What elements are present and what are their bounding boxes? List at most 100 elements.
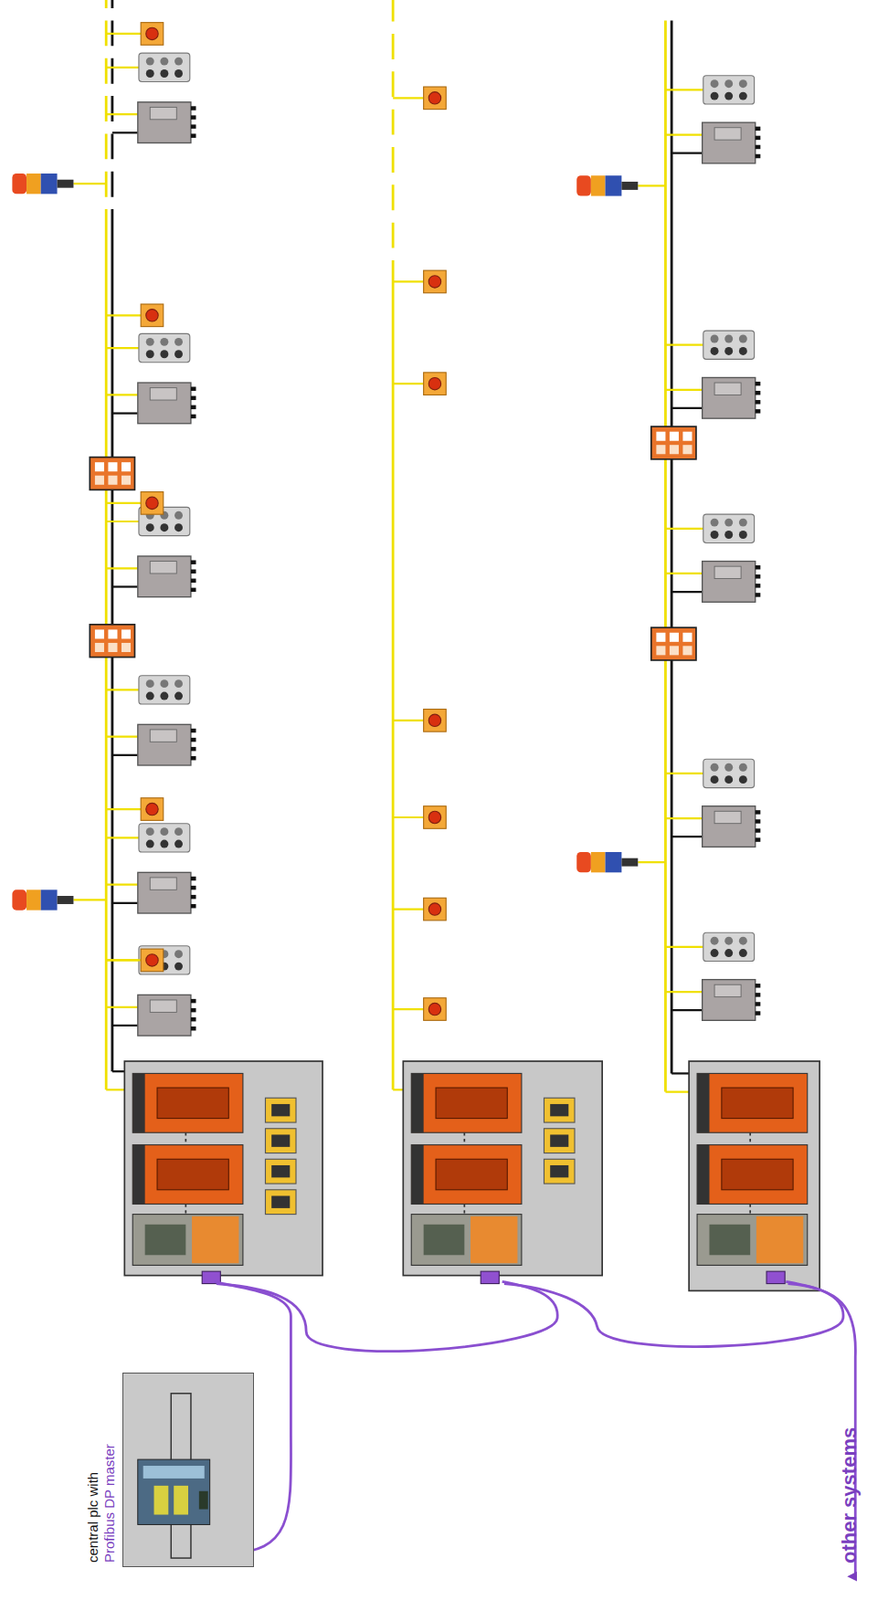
panel-button: [174, 511, 183, 520]
panel-button: [146, 679, 155, 688]
gateway-front: [423, 1225, 466, 1257]
small-module-face: [271, 1104, 290, 1117]
panel-button: [739, 335, 748, 344]
panel-body: [138, 824, 191, 853]
module-pin: [190, 105, 197, 110]
estop-button: [146, 496, 159, 509]
repeater-port: [655, 633, 666, 643]
estop-body: [140, 949, 164, 973]
estop-button: [428, 1003, 441, 1015]
estop-body: [423, 270, 447, 294]
bus-stub: [105, 113, 138, 116]
bus-stub: [105, 884, 138, 887]
gateway-side: [756, 1216, 804, 1264]
small-module: [264, 1159, 296, 1184]
module-pin: [190, 396, 197, 401]
bus-stub: [105, 32, 141, 35]
repeater-body: [651, 627, 697, 661]
repeater-port: [95, 629, 105, 639]
yellow-bus: [105, 234, 108, 1090]
repeater-port: [669, 633, 679, 643]
module-pin: [190, 999, 197, 1004]
panel-button: [739, 775, 748, 784]
gateway-module: [697, 1215, 808, 1267]
io-module: [105, 102, 196, 144]
lamp-base: [57, 179, 74, 189]
small-module-face: [549, 1134, 569, 1147]
gateway-side: [470, 1216, 518, 1264]
panel-body: [703, 514, 755, 543]
repeater: [651, 627, 697, 661]
lamp-orange: [591, 852, 606, 873]
estop-body: [423, 998, 447, 1022]
module-display: [157, 1159, 229, 1191]
module-label: [714, 811, 741, 824]
bus-stub: [671, 407, 703, 410]
bus-stub: [392, 908, 424, 910]
repeater-port: [107, 462, 117, 472]
module-pin: [755, 565, 762, 570]
stack-light: [11, 889, 106, 910]
gateway-front: [708, 1225, 751, 1257]
module-display: [721, 1159, 793, 1191]
bus-stub: [637, 861, 666, 864]
panel-button: [710, 937, 719, 946]
bus-master-module: [697, 1073, 808, 1133]
module-pin: [190, 1026, 197, 1031]
panel-button: [159, 692, 169, 701]
panel-button: [146, 523, 155, 532]
panel-button: [739, 518, 748, 528]
module-pin: [755, 1011, 762, 1015]
module-pin: [755, 810, 762, 814]
module-side: [697, 1073, 709, 1133]
panel-button: [724, 775, 733, 784]
panel-button: [710, 79, 719, 88]
module-pin: [755, 391, 762, 395]
button-panel: [105, 824, 191, 853]
small-module: [264, 1190, 296, 1216]
repeater-port: [655, 432, 666, 442]
estop-button: [146, 27, 159, 40]
module-pin: [755, 819, 762, 824]
plc-module: [137, 1459, 211, 1525]
io-module: [665, 980, 761, 1022]
panel-button: [174, 69, 183, 78]
module-body: [702, 806, 756, 848]
repeater-body: [89, 457, 135, 491]
panel-button: [174, 679, 183, 688]
panel-button: [146, 57, 155, 66]
lamp-red: [11, 889, 27, 910]
bus-stub: [105, 393, 138, 396]
profibus-cable: [216, 1281, 558, 1352]
module-body: [137, 102, 191, 144]
estop-body: [140, 492, 164, 516]
internal-link: [185, 1132, 188, 1145]
module-label: [714, 984, 741, 997]
emergency-stop: [392, 898, 446, 921]
panel-body: [138, 676, 191, 705]
emergency-stop: [392, 372, 446, 396]
panel-button: [710, 530, 719, 540]
destination-label: other systems: [837, 1427, 862, 1565]
panel-button: [174, 523, 183, 532]
panel-button: [739, 949, 748, 958]
bus-stub: [112, 131, 138, 134]
panel-button: [739, 347, 748, 356]
black-bus: [111, 0, 115, 235]
lamp-orange: [26, 173, 42, 194]
bus-stub: [105, 567, 138, 570]
module-pin: [755, 583, 762, 588]
bus-stub: [105, 520, 139, 523]
panel-button: [724, 949, 733, 958]
yellow-bus: [391, 0, 395, 286]
lamp-orange: [591, 175, 606, 196]
module-display: [435, 1159, 508, 1191]
gateway-module: [411, 1215, 522, 1267]
panel-button: [174, 349, 183, 359]
bus-stub: [665, 344, 703, 347]
master-name: Profibus DP master: [101, 1444, 118, 1564]
repeater-port: [121, 629, 131, 639]
bus-stub: [665, 389, 702, 392]
io-module: [105, 724, 196, 766]
